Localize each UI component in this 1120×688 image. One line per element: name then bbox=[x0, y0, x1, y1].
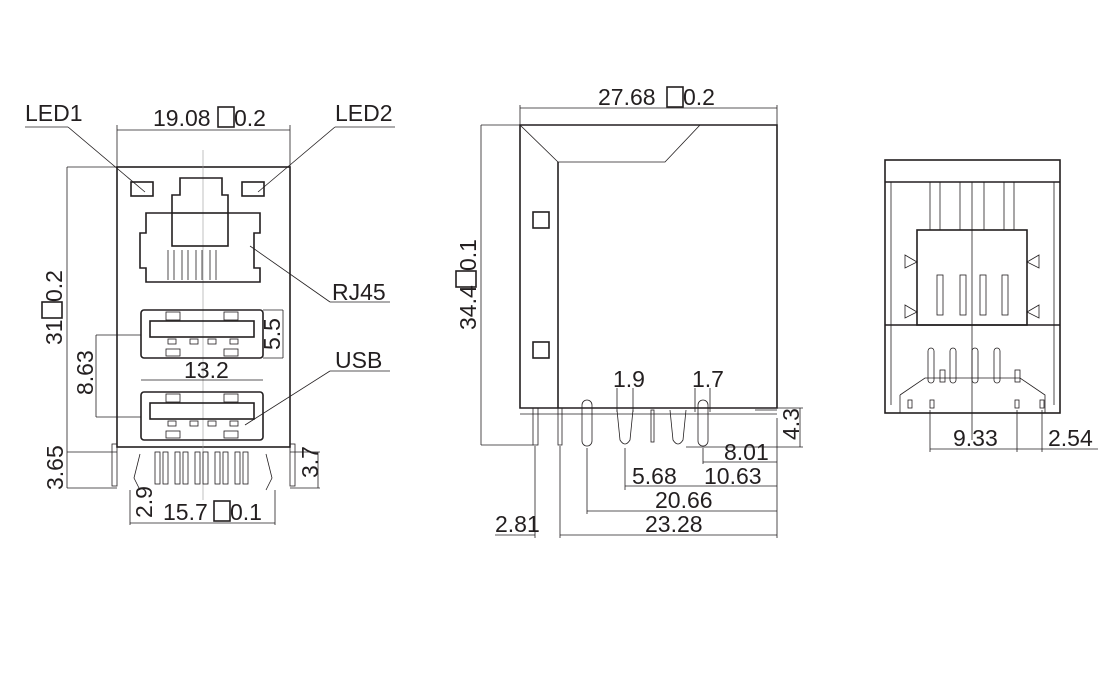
usb-port-upper bbox=[140, 309, 264, 359]
side-view: 27.68 0.2 34.4 0.1 1.9 1.7 4.3 8.01 5.68… bbox=[455, 84, 804, 538]
dim-pin-len2: 2.9 bbox=[131, 486, 157, 518]
dim-5-68: 5.68 bbox=[632, 463, 677, 489]
led2-window bbox=[241, 181, 265, 197]
dim-width-tol: 0.2 bbox=[234, 105, 266, 131]
dim-standoff: 3.65 bbox=[42, 445, 68, 490]
usb-port-lower bbox=[140, 391, 264, 441]
rj45-port bbox=[139, 177, 261, 283]
dim-side-height-tol: 0.1 bbox=[455, 239, 481, 271]
dim-usb-pitch: 8.63 bbox=[72, 350, 98, 395]
dim-side-height: 34.4 bbox=[455, 285, 481, 330]
dim-height-tol: 0.2 bbox=[41, 270, 67, 302]
front-view: LED1 LED2 RJ45 USB 19.08 0.2 31 0.2 8.63… bbox=[25, 100, 395, 525]
dim-20-66: 20.66 bbox=[655, 487, 713, 513]
dim-10-63: 10.63 bbox=[704, 463, 762, 489]
dim-pin-h: 4.3 bbox=[778, 408, 804, 440]
dim-depth-tol: 0.2 bbox=[683, 84, 715, 110]
dim-23-28: 23.28 bbox=[645, 511, 703, 537]
dim-2-54: 2.54 bbox=[1048, 425, 1093, 451]
dim-usb-width: 13.2 bbox=[184, 357, 229, 383]
dim-pin-span-tol: 0.1 bbox=[230, 499, 262, 525]
rear-view: 9.33 2.54 bbox=[884, 159, 1098, 452]
rj45-label: RJ45 bbox=[332, 279, 386, 305]
led2-label: LED2 bbox=[335, 100, 393, 126]
led1-label: LED1 bbox=[25, 100, 83, 126]
front-pins bbox=[111, 443, 296, 491]
front-body-outline bbox=[116, 166, 291, 448]
dim-usb-height: 5.5 bbox=[259, 318, 285, 350]
dim-pin-len: 3.7 bbox=[297, 446, 323, 478]
led1-window bbox=[130, 181, 154, 197]
dim-2-81: 2.81 bbox=[495, 511, 540, 537]
dim-9-33: 9.33 bbox=[953, 425, 998, 451]
dim-height: 31 bbox=[41, 319, 67, 345]
rear-body-outline bbox=[884, 159, 1061, 414]
dim-pin-span: 15.7 bbox=[163, 499, 208, 525]
dim-8-01: 8.01 bbox=[724, 439, 769, 465]
dim-depth: 27.68 bbox=[598, 84, 656, 110]
side-pins bbox=[480, 105, 803, 538]
dim-pin-w1: 1.9 bbox=[613, 366, 645, 392]
dim-pin-w2: 1.7 bbox=[692, 366, 724, 392]
dim-width: 19.08 bbox=[153, 105, 211, 131]
usb-label: USB bbox=[335, 347, 382, 373]
